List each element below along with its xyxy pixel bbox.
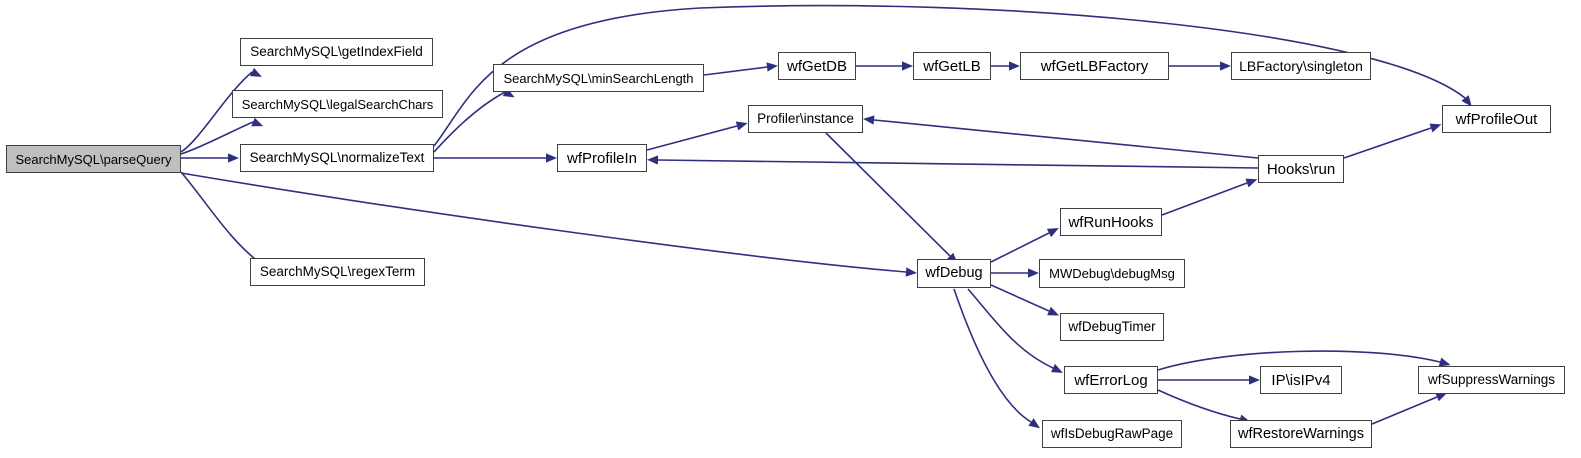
graph-edge-arrowhead [1009, 61, 1020, 71]
graph-edge-arrowhead [1047, 306, 1060, 316]
graph-edge [180, 171, 263, 265]
graph-node-wfSuppressWarnings[interactable]: wfSuppressWarnings [1418, 366, 1565, 394]
graph-edge-arrowhead [546, 153, 557, 163]
graph-node-minSearchLength[interactable]: SearchMySQL\minSearchLength [493, 64, 704, 92]
graph-node-wfDebugTimer[interactable]: wfDebugTimer [1060, 313, 1164, 341]
graph-node-label: wfGetLB [923, 57, 981, 75]
graph-node-parseQuery: SearchMySQL\parseQuery [6, 145, 181, 173]
graph-edge-arrowhead [1046, 228, 1059, 238]
graph-node-HooksRun[interactable]: Hooks\run [1258, 155, 1344, 183]
graph-node-label: SearchMySQL\legalSearchChars [241, 96, 434, 112]
graph-edge-arrowhead [1429, 123, 1442, 133]
graph-edge-arrowhead [766, 62, 778, 72]
graph-node-normalizeText[interactable]: SearchMySQL\normalizeText [240, 144, 434, 172]
graph-edge [967, 288, 1054, 369]
graph-edge-arrowhead [1435, 392, 1448, 402]
graph-edge-arrowhead [249, 67, 262, 77]
graph-node-label: SearchMySQL\minSearchLength [503, 70, 694, 86]
graph-edge-arrowhead [1050, 363, 1063, 373]
graph-edge [1343, 127, 1432, 159]
graph-node-getIndexField[interactable]: SearchMySQL\getIndexField [240, 38, 433, 66]
graph-node-MWDebugDebugMsg[interactable]: MWDebug\debugMsg [1039, 259, 1185, 288]
graph-node-wfErrorLog[interactable]: wfErrorLog [1064, 366, 1158, 394]
graph-node-label: SearchMySQL\normalizeText [249, 150, 425, 166]
graph-edge-arrowhead [735, 121, 748, 131]
graph-node-wfGetLBFactory[interactable]: wfGetLBFactory [1020, 52, 1169, 80]
graph-edge [657, 159, 1259, 169]
graph-edge-arrowhead [1028, 268, 1039, 278]
graph-node-label: wfSuppressWarnings [1427, 372, 1556, 388]
graph-node-ProfilerInstance[interactable]: Profiler\instance [748, 105, 863, 133]
graph-edge [1157, 389, 1241, 420]
graph-node-label: MWDebug\debugMsg [1049, 266, 1175, 281]
graph-edge [180, 172, 907, 273]
graph-node-regexTerm[interactable]: SearchMySQL\regexTerm [250, 258, 425, 286]
graph-edge [703, 66, 768, 76]
graph-edge-arrowhead [1461, 95, 1472, 107]
graph-node-label: SearchMySQL\parseQuery [15, 151, 172, 167]
graph-node-label: wfDebug [925, 265, 983, 282]
graph-node-label: wfDebugTimer [1068, 319, 1156, 335]
graph-edge [433, 4, 1466, 147]
graph-node-label: wfProfileOut [1455, 110, 1538, 128]
graph-edge-arrowhead [902, 61, 913, 71]
graph-edge-arrowhead [647, 155, 659, 165]
graph-edge [873, 119, 1259, 159]
graph-node-label: Hooks\run [1266, 160, 1336, 178]
graph-edge-arrowhead [251, 117, 264, 127]
graph-node-legalSearchChars[interactable]: SearchMySQL\legalSearchChars [232, 90, 443, 118]
graph-edge-arrowhead [1220, 61, 1231, 71]
graph-edge [990, 284, 1050, 312]
graph-edge [180, 121, 254, 155]
graph-edge [990, 232, 1050, 263]
graph-edge-arrowhead [502, 87, 515, 98]
graph-node-wfDebug[interactable]: wfDebug [917, 259, 991, 288]
graph-edge-arrowhead [1028, 418, 1041, 429]
graph-edge [433, 91, 506, 153]
graph-node-wfIsDebugRawPage[interactable]: wfIsDebugRawPage [1042, 420, 1182, 448]
graph-edge [180, 71, 253, 153]
graph-edge [646, 125, 738, 151]
graph-node-label: LBFactory\singleton [1239, 58, 1363, 74]
graph-node-label: wfProfileIn [566, 149, 638, 167]
graph-node-label: Profiler\instance [757, 111, 854, 127]
graph-edge-arrowhead [1438, 357, 1451, 367]
graph-node-wfGetDB[interactable]: wfGetDB [778, 52, 856, 80]
graph-node-label: wfIsDebugRawPage [1050, 426, 1174, 442]
graph-edge-arrowhead [1249, 375, 1260, 385]
graph-edge-arrowhead [1245, 178, 1258, 188]
graph-edge-arrowhead [863, 115, 875, 125]
graph-node-label: IP\isIPv4 [1271, 371, 1331, 389]
graph-edge [825, 132, 951, 257]
graph-edge [1157, 350, 1441, 371]
graph-edge-arrowhead [905, 267, 917, 277]
graph-node-label: wfErrorLog [1074, 371, 1148, 389]
graph-node-wfRestoreWarnings[interactable]: wfRestoreWarnings [1230, 420, 1372, 448]
graph-node-LBFactorySingleton[interactable]: LBFactory\singleton [1231, 52, 1371, 80]
graph-node-wfRunHooks[interactable]: wfRunHooks [1060, 208, 1162, 236]
graph-node-label: SearchMySQL\getIndexField [250, 44, 423, 60]
graph-node-label: wfRunHooks [1068, 213, 1154, 231]
graph-edge [1161, 182, 1248, 216]
graph-node-wfGetLB[interactable]: wfGetLB [913, 52, 991, 80]
graph-node-label: wfRestoreWarnings [1238, 425, 1364, 442]
graph-node-IPisIPv4[interactable]: IP\isIPv4 [1260, 366, 1342, 394]
graph-node-label: wfGetDB [786, 57, 847, 75]
graph-node-wfProfileIn[interactable]: wfProfileIn [557, 144, 647, 172]
graph-edge [1371, 396, 1438, 425]
graph-edge-arrowhead [228, 153, 239, 163]
graph-edge [953, 288, 1032, 423]
graph-node-wfProfileOut[interactable]: wfProfileOut [1442, 105, 1551, 133]
graph-node-label: SearchMySQL\regexTerm [259, 264, 416, 280]
graph-node-label: wfGetLBFactory [1040, 57, 1149, 75]
